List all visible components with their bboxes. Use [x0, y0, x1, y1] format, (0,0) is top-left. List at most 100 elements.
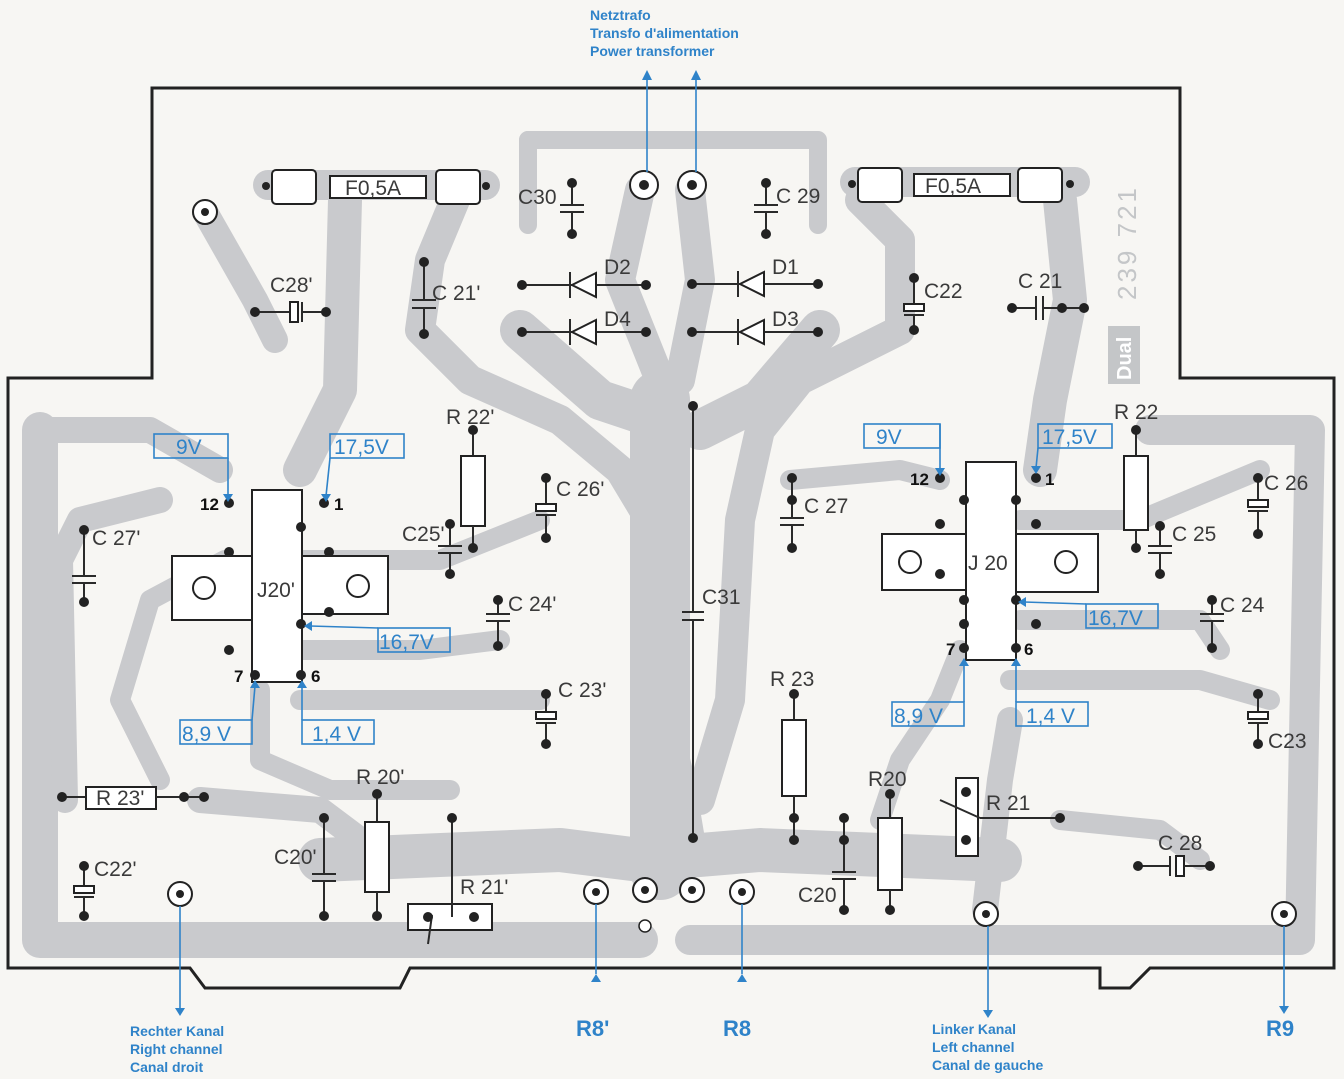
r22p-label: R 22': [446, 406, 494, 429]
copper-traces: [22, 131, 1325, 958]
capacitor-c24: C 24: [1200, 594, 1265, 653]
capacitor-c25p: C25': [402, 519, 462, 579]
ic-j20: J 20 12 1 7 6: [881, 461, 1099, 661]
capacitor-c20: C20: [798, 813, 856, 915]
r21-label: R 21: [986, 792, 1030, 815]
ic-j20p-pin12: 12: [200, 495, 219, 514]
svg-text:9V: 9V: [876, 426, 902, 449]
voltage-right-pin6: 1,4 V: [1011, 658, 1089, 728]
capacitor-c28p: C28': [250, 274, 331, 323]
d1-label: D1: [772, 256, 799, 279]
capacitor-c30: C30: [518, 178, 584, 239]
svg-text:Canal de gauche: Canal de gauche: [932, 1057, 1043, 1073]
c21p-label: C 21': [432, 282, 480, 305]
resistor-r21p: R 21': [407, 813, 508, 945]
c26-label: C 26: [1264, 472, 1308, 495]
ic-j20-pin12: 12: [910, 470, 929, 489]
diode-d1: D1: [687, 256, 823, 298]
diode-d4: D4: [517, 308, 651, 346]
resistor-r20p: R 20': [356, 766, 404, 921]
c20p-label: C20': [274, 846, 317, 869]
capacitor-c23: C23: [1247, 689, 1307, 753]
r20-label: R20: [868, 768, 907, 791]
c26p-label: C 26': [556, 478, 604, 501]
voltage-right-pin-out: 16,7V: [1018, 597, 1159, 630]
callout-transformer: Netztrafo Transfo d'alimentation Power t…: [590, 7, 739, 172]
diode-d2: D2: [517, 256, 651, 299]
capacitor-c20p: C20': [274, 813, 336, 921]
capacitor-c27: C 27: [780, 473, 848, 553]
svg-text:R8: R8: [723, 1016, 751, 1041]
svg-text:Rechter Kanal: Rechter Kanal: [130, 1023, 224, 1039]
ic-j20-pin1: 1: [1045, 470, 1054, 489]
output-pads: [583, 877, 755, 933]
callout-right-channel: Rechter Kanal Right channel Canal droit: [130, 906, 224, 1075]
capacitor-c22: C22: [903, 273, 963, 335]
c25-label: C 25: [1172, 523, 1216, 546]
callout-r9: R9: [1266, 926, 1294, 1041]
fuse-left-label: F0,5A: [345, 177, 401, 200]
capacitor-c24p: C 24': [486, 593, 556, 651]
voltage-right-pin7: 8,9 V: [891, 658, 969, 728]
callout-left-channel: Linker Kanal Left channel Canal de gauch…: [932, 926, 1043, 1073]
voltage-left-pin1: 17,5V: [321, 433, 405, 502]
d4-label: D4: [604, 308, 631, 331]
c21-label: C 21: [1018, 270, 1062, 293]
r21p-label: R 21': [460, 876, 508, 899]
c27p-label: C 27': [92, 527, 140, 550]
c22-label: C22: [924, 280, 963, 303]
callout-r8: R8: [723, 904, 751, 1041]
transformer-pads: [629, 170, 707, 200]
c22p-label: C22': [94, 858, 137, 881]
svg-text:Power transformer: Power transformer: [590, 43, 715, 59]
board-outline: [6, 86, 1336, 990]
svg-text:Right channel: Right channel: [130, 1041, 223, 1057]
voltage-right-pin1: 17,5V: [1031, 423, 1113, 474]
svg-text:16,7V: 16,7V: [379, 631, 434, 654]
voltage-left-pin7: 8,9 V: [179, 680, 260, 746]
ic-j20p: J20' 12 1 7 6: [171, 489, 389, 686]
c28-label: C 28: [1158, 832, 1202, 855]
svg-text:9V: 9V: [176, 436, 202, 459]
svg-text:R8': R8': [576, 1016, 609, 1041]
voltage-left-pin12: 9V: [153, 433, 233, 502]
svg-text:Netztrafo: Netztrafo: [590, 7, 651, 23]
voltage-left-pin-out: 16,7V: [304, 621, 451, 654]
svg-text:16,7V: 16,7V: [1088, 607, 1143, 630]
c27-label: C 27: [804, 495, 848, 518]
c29-label: C 29: [776, 185, 820, 208]
svg-text:17,5V: 17,5V: [334, 436, 389, 459]
svg-text:Canal droit: Canal droit: [130, 1059, 203, 1075]
svg-text:1,4 V: 1,4 V: [1026, 705, 1075, 728]
ic-j20p-pin7: 7: [234, 667, 243, 686]
fuse-right: F0,5A: [848, 167, 1074, 203]
c23p-label: C 23': [558, 679, 606, 702]
capacitor-c21: C 21: [1007, 270, 1089, 320]
capacitor-c26: C 26: [1247, 472, 1308, 539]
svg-text:8,9 V: 8,9 V: [182, 723, 231, 746]
voltage-left-pin6: 1,4 V: [297, 680, 375, 746]
resistor-r21: R 21: [939, 777, 1065, 857]
resistor-r23: R 23: [770, 668, 814, 845]
brand-logo: [1108, 326, 1140, 384]
capacitor-c22p: C22': [73, 858, 137, 921]
capacitor-c31: C31: [682, 401, 741, 843]
capacitor-c29: C 29: [754, 178, 820, 239]
r23-label: R 23: [770, 668, 814, 691]
capacitor-c28: C 28: [1133, 832, 1215, 877]
c23-label: C23: [1268, 730, 1307, 753]
capacitor-c26p: C 26': [535, 473, 604, 543]
d3-label: D3: [772, 308, 799, 331]
ic-j20-pin6: 6: [1024, 640, 1033, 659]
resistor-r20: R20: [868, 768, 907, 915]
fuse-left: F0,5A: [262, 169, 490, 205]
svg-text:Transfo d'alimentation: Transfo d'alimentation: [590, 25, 739, 41]
voltage-right-pin12: 9V: [863, 423, 945, 476]
ic-j20-pin7: 7: [946, 640, 955, 659]
c24p-label: C 24': [508, 593, 556, 616]
brand-logo-text: Dual: [1114, 337, 1136, 380]
svg-text:Linker Kanal: Linker Kanal: [932, 1021, 1016, 1037]
resistor-r22: R 22: [1114, 401, 1158, 553]
c30-label: C30: [518, 186, 557, 209]
